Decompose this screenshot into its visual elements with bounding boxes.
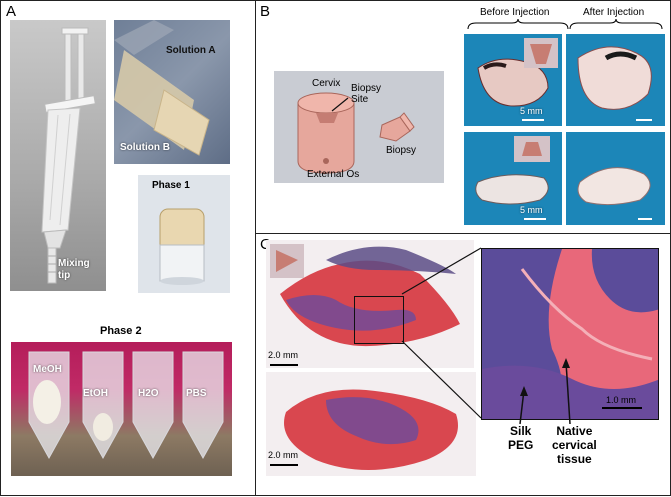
phase2-tubes bbox=[28, 351, 224, 460]
scale-bar-after-2 bbox=[638, 218, 652, 220]
phase1-photo: Phase 1 bbox=[138, 175, 230, 293]
after-photo-2 bbox=[566, 132, 665, 225]
phase1-label: Phase 1 bbox=[152, 180, 190, 191]
cervix-schematic: Cervix Biopsy Site Biopsy External Os bbox=[274, 71, 444, 183]
wedge-icon bbox=[270, 244, 304, 278]
before-photo-2: 5 mm bbox=[464, 132, 562, 225]
syringe-photo: Mixing tip bbox=[10, 20, 106, 291]
before-photo-1: 5 mm bbox=[464, 34, 562, 126]
zoom-region-box bbox=[354, 296, 404, 344]
wedge-icon bbox=[524, 38, 558, 68]
scale-label-bottom: 2.0 mm bbox=[268, 450, 299, 460]
panel-b-label: B bbox=[260, 3, 271, 20]
tube-etoh-label: EtOH bbox=[83, 388, 108, 399]
histology-top-section bbox=[280, 246, 460, 347]
phase1-vial bbox=[159, 208, 205, 285]
scale-bar-top bbox=[270, 364, 298, 366]
tissue-sample bbox=[475, 174, 549, 205]
histology-zoom-detail bbox=[482, 249, 658, 419]
panel-b: B Cervix Biopsy Site Biopsy External Os … bbox=[255, 0, 671, 234]
tube-meoh-label: MeOH bbox=[33, 364, 62, 375]
histology-bottom: 2.0 mm bbox=[266, 372, 476, 476]
tissue-sample bbox=[577, 46, 652, 110]
tube-pbs-label: PBS bbox=[186, 388, 207, 399]
zoom-connector-lines bbox=[401, 247, 482, 419]
scale-bar-after-1 bbox=[636, 119, 652, 121]
solution-a-label: Solution A bbox=[166, 45, 216, 56]
solutions-photo: Solution A Solution B bbox=[114, 20, 230, 164]
scale-label-before-2: 5 mm bbox=[520, 205, 543, 215]
cervix-label: Cervix bbox=[312, 78, 341, 89]
scale-bar-zoom bbox=[602, 407, 642, 409]
tissue-sample bbox=[577, 167, 651, 206]
tissue-sample bbox=[477, 58, 549, 107]
panel-c-label: C bbox=[260, 236, 271, 253]
external-os-label: External Os bbox=[307, 169, 360, 180]
after-brace bbox=[569, 19, 663, 30]
cervix-drawing bbox=[297, 92, 415, 174]
native-tissue-label: Native cervical tissue bbox=[552, 424, 597, 466]
silk-peg-label: Silk PEG bbox=[508, 424, 534, 452]
syringe-illustration bbox=[41, 27, 96, 284]
phase2-label: Phase 2 bbox=[100, 325, 142, 337]
scale-label-zoom: 1.0 mm bbox=[606, 395, 637, 405]
panel-a: A Mixing tip Solution A Solution B bbox=[0, 0, 256, 496]
histology-bottom-section bbox=[284, 389, 458, 470]
after-injection-header: After Injection bbox=[583, 7, 645, 18]
after-photo-1 bbox=[566, 34, 665, 126]
syringe-barrel-closeup bbox=[114, 20, 210, 156]
tube-h2o-label: H2O bbox=[138, 388, 159, 399]
scale-label-top: 2.0 mm bbox=[268, 350, 299, 360]
before-injection-header: Before Injection bbox=[480, 7, 550, 18]
scale-bar-bottom bbox=[270, 464, 298, 466]
histology-zoom: 1.0 mm bbox=[481, 248, 659, 420]
scale-bar-before-1 bbox=[522, 119, 544, 121]
panel-c: C 2.0 mm 2.0 mm bbox=[255, 233, 671, 496]
biopsy-site-label: Biopsy Site bbox=[351, 83, 382, 105]
biopsy-label: Biopsy bbox=[386, 145, 417, 156]
before-brace bbox=[467, 19, 569, 30]
label-arrows bbox=[519, 358, 571, 425]
solution-b-label: Solution B bbox=[120, 142, 170, 153]
panel-a-label: A bbox=[6, 3, 17, 20]
phase2-photo: MeOH EtOH H2O PBS bbox=[11, 342, 232, 476]
mixing-tip-label: Mixing tip bbox=[58, 258, 90, 281]
histology-top: 2.0 mm bbox=[266, 240, 474, 368]
scale-bar-before-2 bbox=[524, 218, 546, 220]
wedge-icon bbox=[514, 136, 550, 162]
scale-label-before-1: 5 mm bbox=[520, 106, 543, 116]
